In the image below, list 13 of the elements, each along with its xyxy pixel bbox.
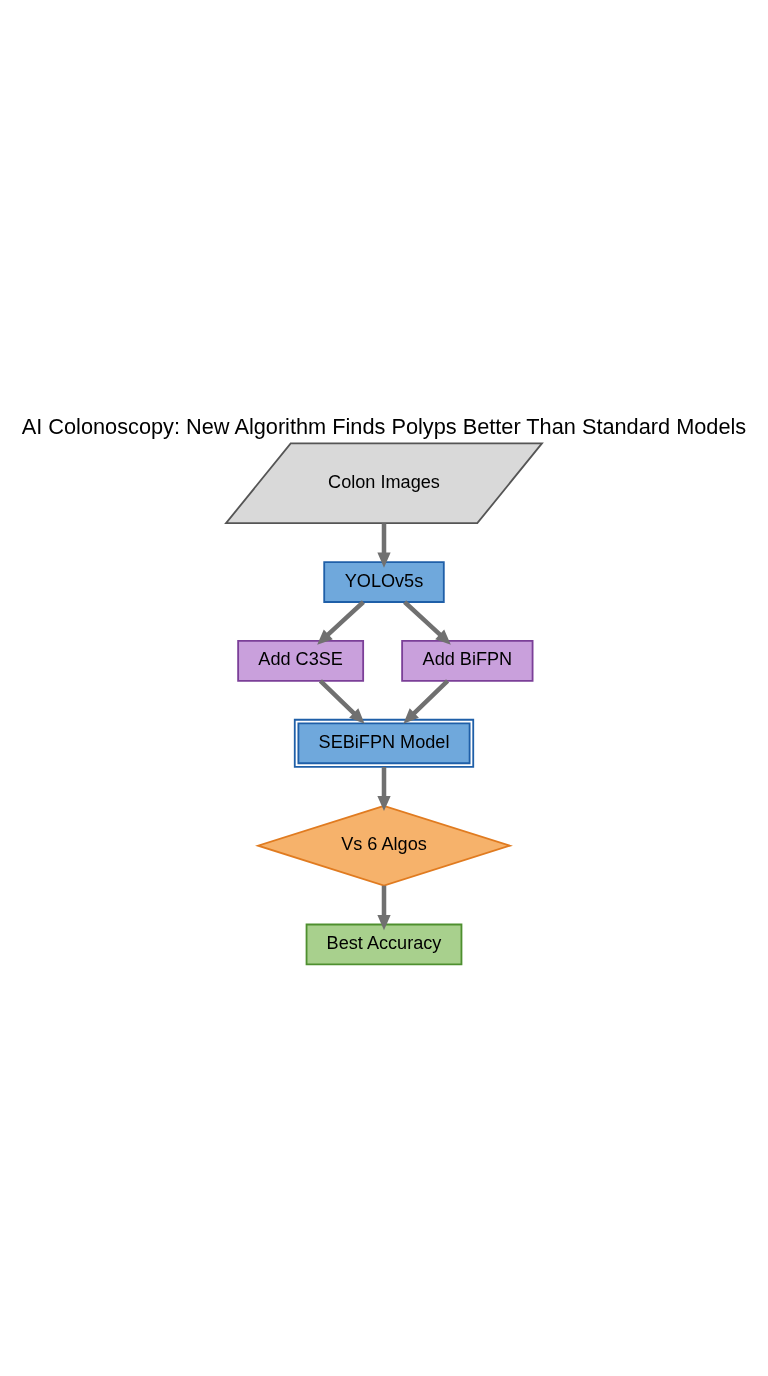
- node-box: YOLOv5s: [323, 560, 445, 603]
- arrow: [318, 678, 365, 724]
- arrow: [403, 678, 450, 724]
- diagram-title: AI Colonoscopy: New Algorithm Finds Polyps Better Than Standard Models: [21, 413, 747, 439]
- arrow: [317, 599, 365, 645]
- node-box: Best Accuracy: [305, 923, 463, 965]
- node-box: Add BiFPN: [401, 639, 534, 682]
- node-box: Add C3SE: [237, 639, 365, 682]
- arrow: [377, 766, 391, 811]
- arrow: [377, 522, 391, 568]
- node-diamond: Vs 6 Algos: [255, 804, 513, 886]
- arrow: [377, 885, 391, 930]
- arrow: [403, 599, 451, 645]
